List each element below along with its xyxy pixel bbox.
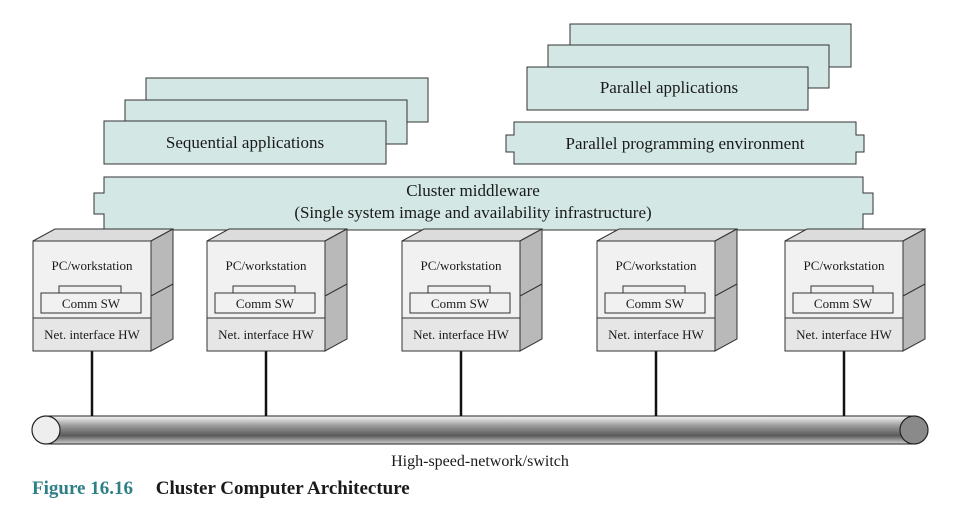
node-comm-sw-box: [214, 292, 316, 314]
node-top-face: [32, 228, 174, 242]
figure-number: Figure 16.16: [32, 478, 133, 499]
node-hw-section: [32, 317, 152, 352]
node-pc-label: PC/workstation: [421, 258, 502, 273]
node-hw-section: [596, 317, 716, 352]
middleware-title: Cluster middleware: [406, 181, 540, 200]
high-speed-network-bus: [31, 415, 929, 445]
middleware-subtitle: (Single system image and availability in…: [294, 203, 651, 222]
figure-caption: Figure 16.16 Cluster Computer Architectu…: [32, 478, 410, 500]
node-comm-label: Comm SW: [814, 296, 873, 311]
node-hw-label: Net. interface HW: [413, 327, 509, 342]
node-pc-label: PC/workstation: [226, 258, 307, 273]
node-top-face: [596, 228, 738, 242]
node-top-face: [206, 228, 348, 242]
node-top-face: [401, 228, 543, 242]
parallel-applications-label: Parallel applications: [600, 78, 738, 97]
node-top-face: [784, 228, 926, 242]
cluster-middleware: Cluster middleware (Single system image …: [93, 176, 874, 231]
node-hw-label: Net. interface HW: [218, 327, 314, 342]
parallel-programming-environment: Parallel programming environment: [505, 121, 865, 165]
node-comm-label: Comm SW: [236, 296, 295, 311]
node-comm-sw-box: [792, 292, 894, 314]
node-comm-label: Comm SW: [431, 296, 490, 311]
node-hw-label: Net. interface HW: [44, 327, 140, 342]
node-pc-label: PC/workstation: [616, 258, 697, 273]
node-comm-sw-box: [409, 292, 511, 314]
figure-title: Cluster Computer Architecture: [155, 478, 410, 499]
sequential-applications-stack: Sequential applications: [103, 77, 429, 165]
node-comm-label: Comm SW: [62, 296, 121, 311]
node-hw-label: Net. interface HW: [796, 327, 892, 342]
node-comm-sw-box: [604, 292, 706, 314]
node-hw-section: [784, 317, 904, 352]
node-hw-section: [401, 317, 521, 352]
sequential-applications-label: Sequential applications: [166, 133, 324, 152]
parallel-applications-stack: Parallel applications: [526, 23, 852, 111]
node-pc-label: PC/workstation: [52, 258, 133, 273]
node-comm-sw-box: [40, 292, 142, 314]
node-comm-label: Comm SW: [626, 296, 685, 311]
node-hw-section: [206, 317, 326, 352]
network-label: High-speed-network/switch: [391, 453, 569, 470]
node-hw-label: Net. interface HW: [608, 327, 704, 342]
parallel-environment-label: Parallel programming environment: [566, 134, 805, 153]
node-pc-label: PC/workstation: [804, 258, 885, 273]
